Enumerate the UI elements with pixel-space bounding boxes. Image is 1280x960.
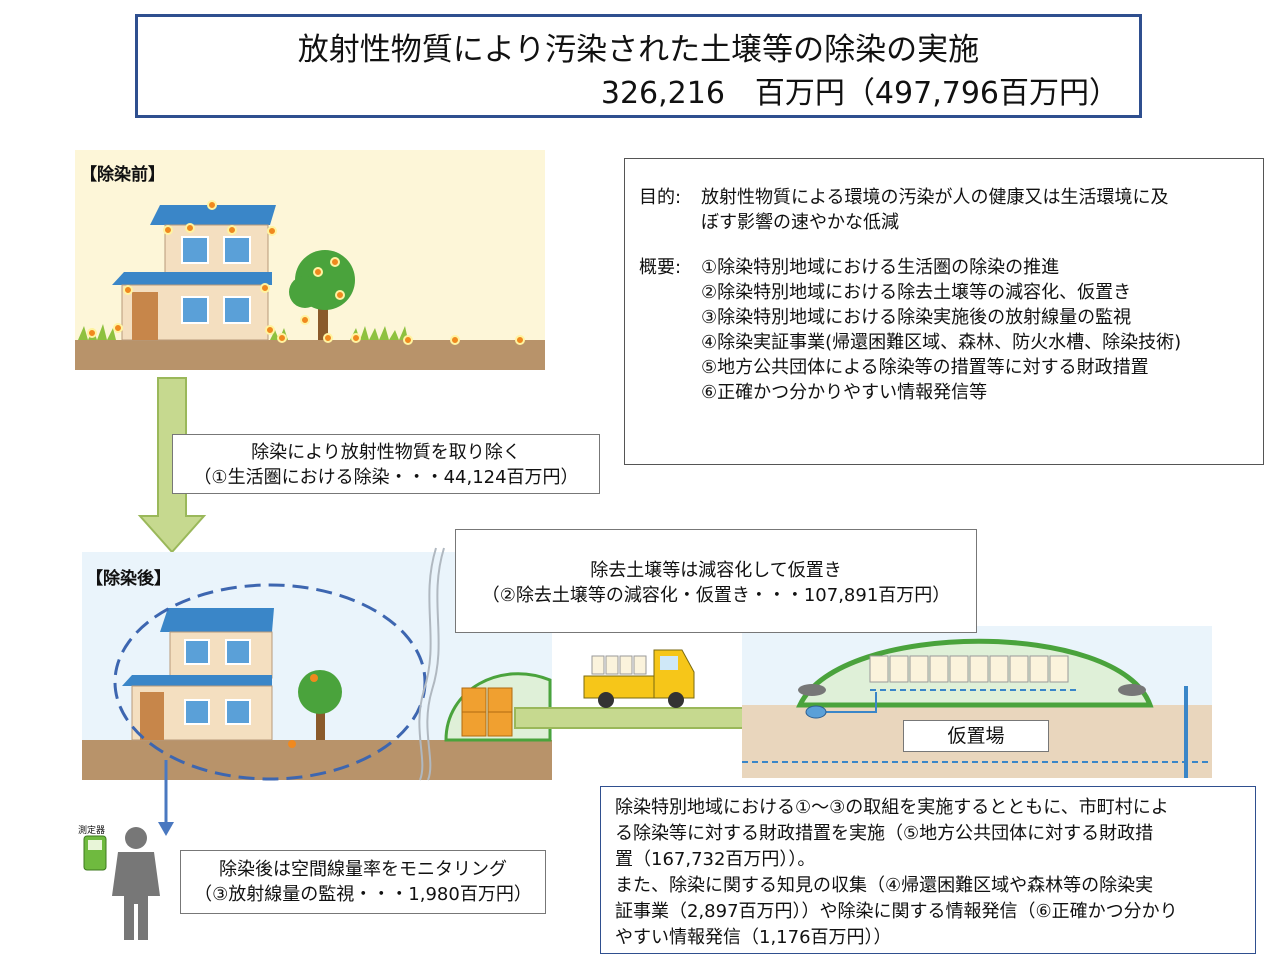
summary-item: ④除染実証事業(帰還困難区域、森林、防火水槽、除染技術) <box>701 332 1182 353</box>
before-scene <box>75 150 545 370</box>
summary-item: ⑥正確かつ分かりやすい情報発信等 <box>701 382 988 403</box>
summary-text-line: 証事業（2,897百万円））や除染に関する情報発信（⑥正確かつ分かり <box>615 901 1178 922</box>
summary-item: ⑤地方公共団体による除染等の措置等に対する財政措置 <box>701 357 1149 378</box>
summary-text-line: 除染特別地域における①～③の取組を実施するとともに、市町村によ <box>615 797 1169 818</box>
monitor-callout-line: （③放射線量の監視・・・1,980百万円） <box>194 884 532 905</box>
page-title: 放射性物質により汚染された土壌等の除染の実施 <box>297 32 980 68</box>
remove-callout-line: （①生活圏における除染・・・44,124百万円） <box>193 467 579 488</box>
site-label: 仮置場 <box>903 720 1049 752</box>
info-box: 目的: 放射性物質による環境の汚染が人の健康又は生活環境に及 ぼす影響の速やかな… <box>624 158 1264 465</box>
purpose-row: 目的: 放射性物質による環境の汚染が人の健康又は生活環境に及 ぼす影響の速やかな… <box>639 185 1251 235</box>
summary-item: ②除染特別地域における除去土壌等の減容化、仮置き <box>701 282 1132 303</box>
remove-callout: 除染により放射性物質を取り除く （①生活圏における除染・・・44,124百万円） <box>172 434 600 494</box>
purpose-line: ぼす影響の速やかな低減 <box>701 212 899 233</box>
purpose-label: 目的: <box>639 187 682 208</box>
person-with-meter-icon <box>83 827 160 940</box>
meter-label: 測定器 <box>78 826 106 836</box>
title-box: 放射性物質により汚染された土壌等の除染の実施 326,216 百万円（497,7… <box>135 14 1142 118</box>
summary-label: 概要: <box>639 257 682 278</box>
storage-callout: 除去土壌等は減容化して仮置き （②除去土壌等の減容化・仮置き・・・107,891… <box>455 529 977 633</box>
before-label: 【除染前】 <box>80 165 165 185</box>
house-after <box>122 608 274 741</box>
summary-text-line: 置（167,732百万円））。 <box>615 849 816 870</box>
summary-item: ①除染特別地域における生活圏の除染の推進 <box>701 257 1060 278</box>
monitor-callout-line: 除染後は空間線量率をモニタリング <box>219 859 507 880</box>
summary-row: 概要: ①除染特別地域における生活圏の除染の推進 ②除染特別地域における除去土壌… <box>639 255 1251 405</box>
summary-text-line: る除染等に対する財政措置を実施（⑤地方公共団体に対する財政措 <box>615 823 1154 844</box>
storage-site <box>742 626 1212 778</box>
truck-illustration <box>583 649 695 708</box>
bottom-summary-box: 除染特別地域における①～③の取組を実施するとともに、市町村によ る除染等に対する… <box>600 786 1256 954</box>
summary-item: ③除染特別地域における除染実施後の放射線量の監視 <box>701 307 1132 328</box>
budget-amount: 326,216 百万円（497,796百万円） <box>600 76 1119 111</box>
summary-text-line: やすい情報発信（1,176百万円）） <box>615 927 892 948</box>
purpose-line: 放射性物質による環境の汚染が人の健康又は生活環境に及 <box>701 187 1169 208</box>
storage-callout-line: （②除去土壌等の減容化・仮置き・・・107,891百万円） <box>481 585 951 606</box>
house-before <box>112 205 276 341</box>
remove-callout-line: 除染により放射性物質を取り除く <box>251 442 521 463</box>
monitor-arrow <box>158 760 174 836</box>
after-label: 【除染後】 <box>86 569 171 589</box>
monitor-callout: 除染後は空間線量率をモニタリング （③放射線量の監視・・・1,980百万円） <box>180 850 546 914</box>
summary-text-line: また、除染に関する知見の収集（④帰還困難区域や森林等の除染実 <box>615 875 1154 896</box>
storage-callout-line: 除去土壌等は減容化して仮置き <box>590 560 842 581</box>
